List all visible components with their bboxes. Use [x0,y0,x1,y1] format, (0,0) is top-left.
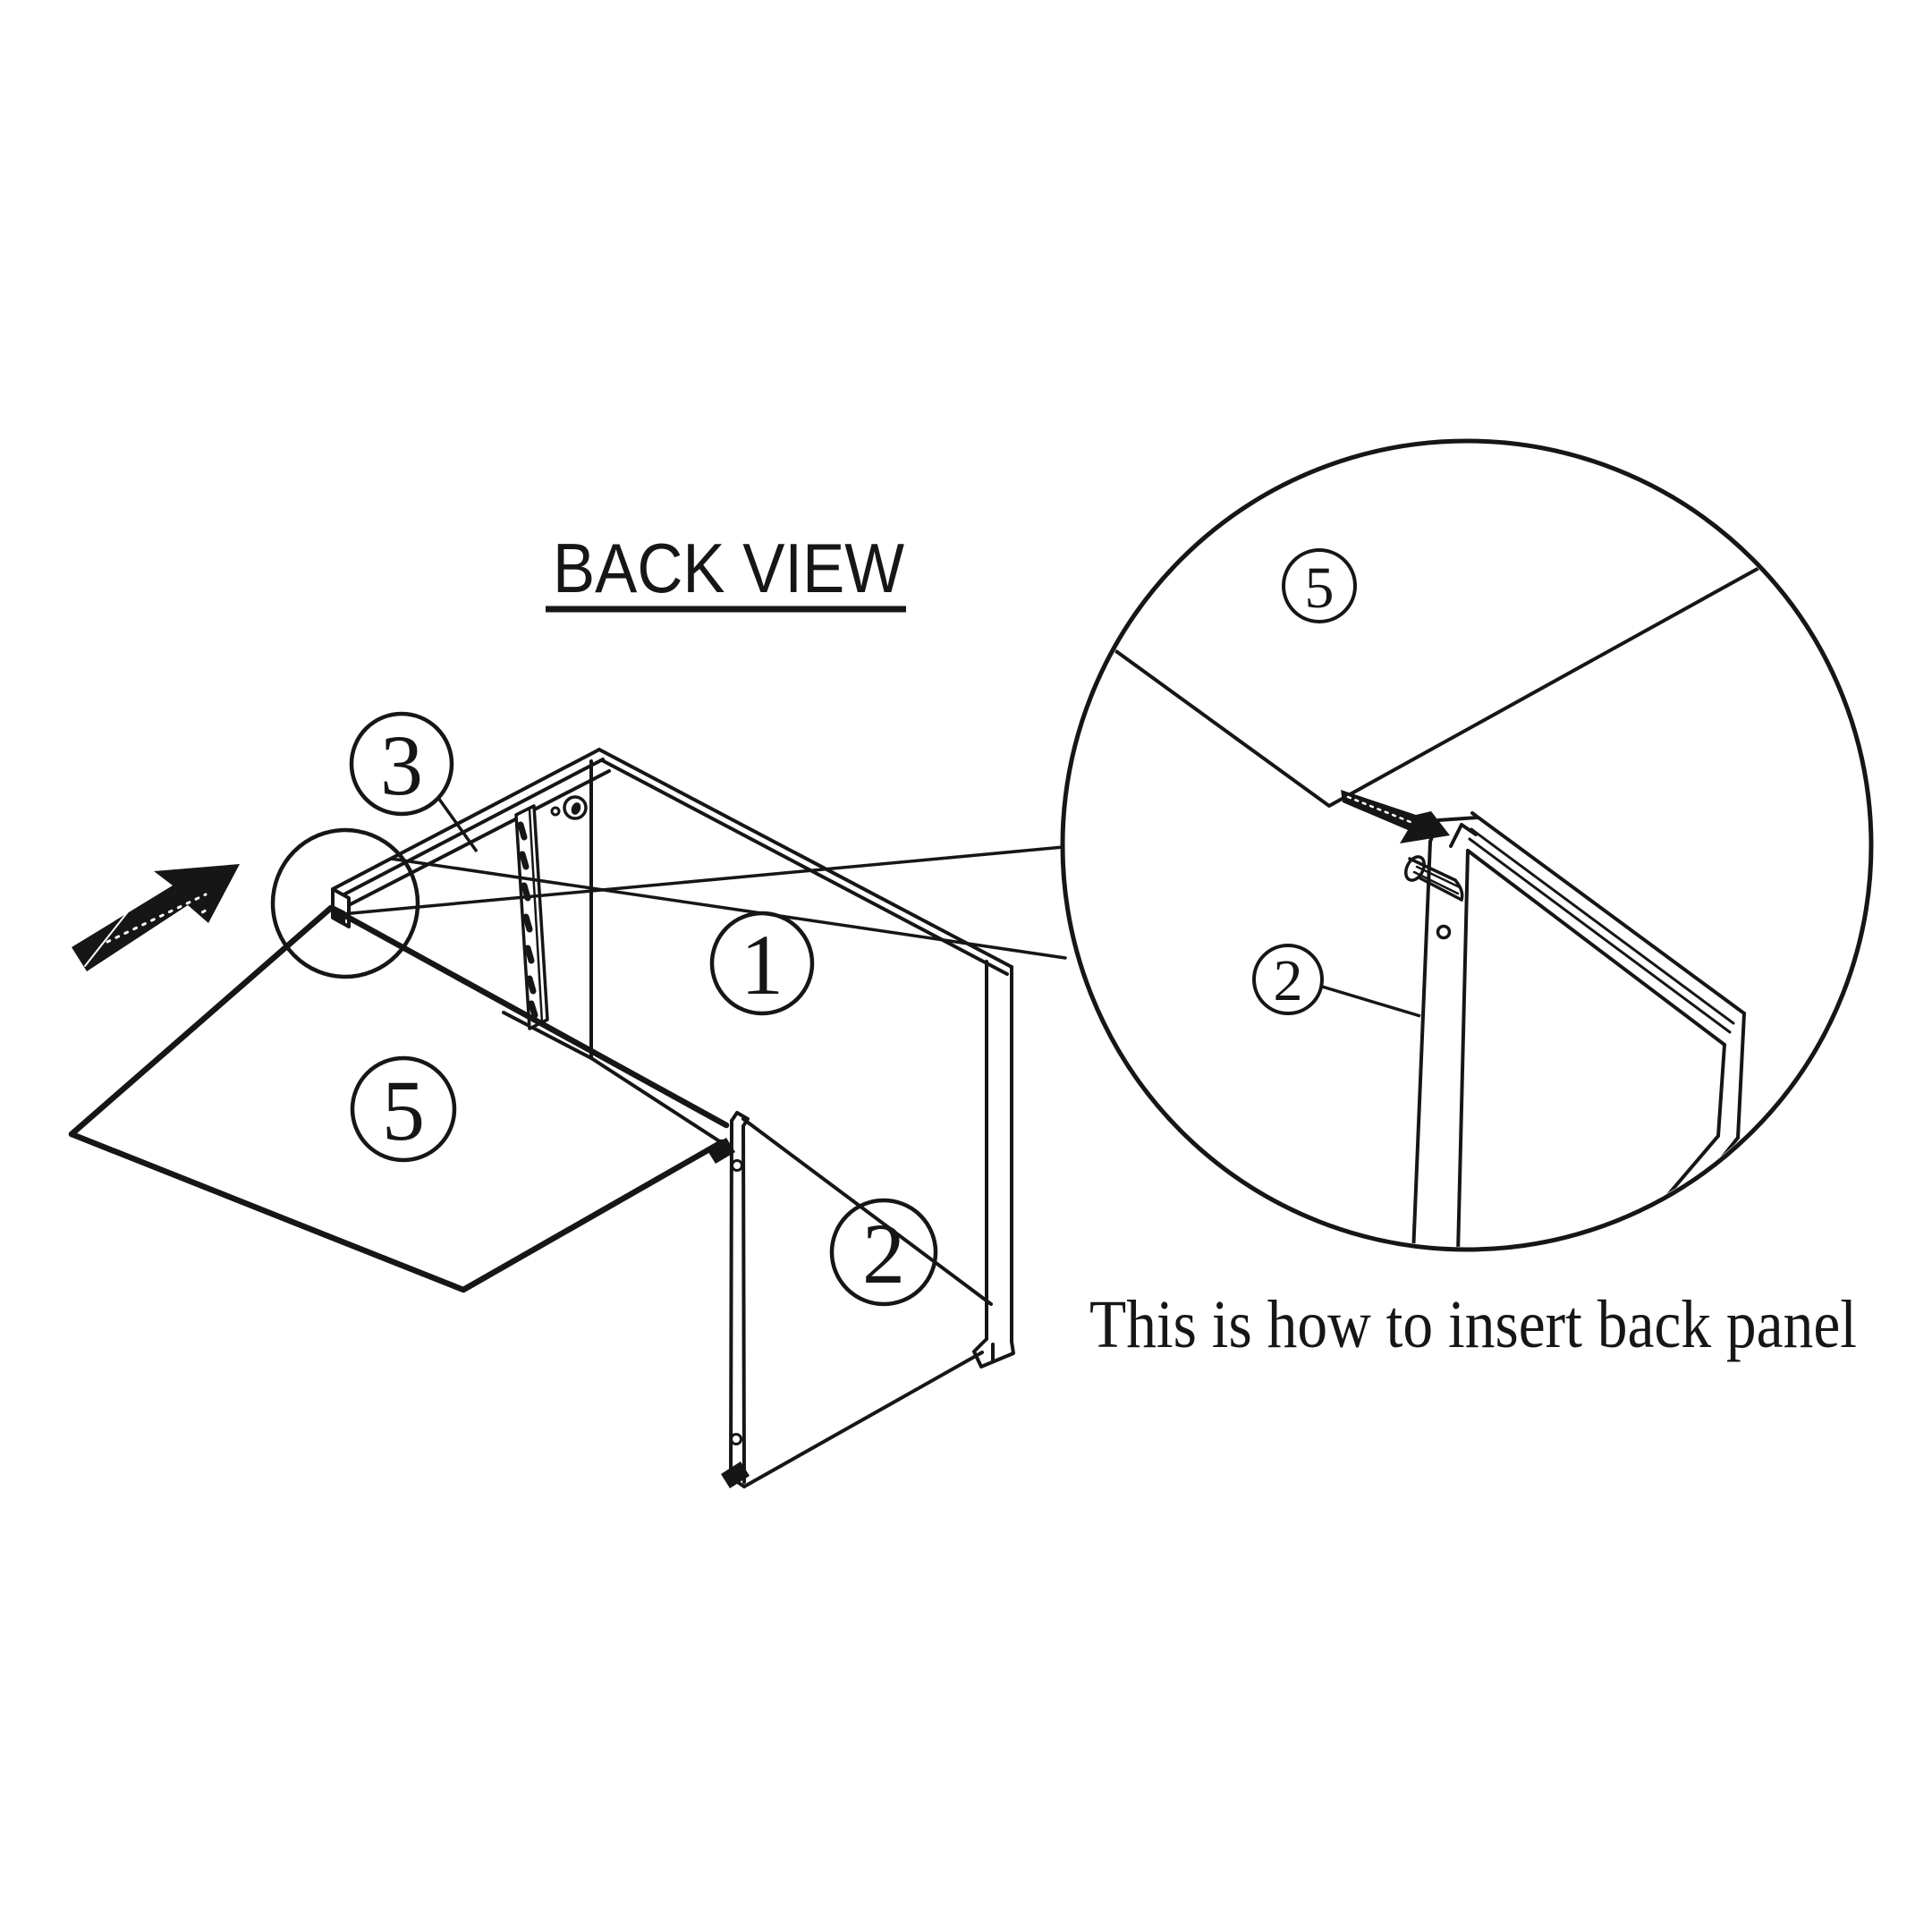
magnifier-small-circle [270,827,420,979]
part-label-2: 2 [829,1198,938,1307]
title-block: BACK VIEW [546,529,906,613]
label-leader-line [436,796,479,853]
groove-notch [1449,823,1478,848]
dowel-peg-icon [707,1138,735,1164]
dowel-peg-icon [721,1462,750,1488]
callout-line [389,857,1067,960]
part-label-3: 3 [349,711,479,853]
pilot-hole [550,806,561,817]
panel-seam [1112,564,1766,808]
insert-arrow-icon [72,864,240,971]
detail-label-2: 2 [1252,944,1421,1018]
top-edge-outer [597,748,1013,969]
detail-view [1112,564,1766,1247]
detail-label-5: 5 [1282,548,1357,623]
part-number: 2 [862,1206,905,1301]
part-number: 3 [380,717,423,813]
page-title: BACK VIEW [553,529,904,607]
main-view-labels: 3 1 5 2 [349,711,938,1307]
door-panel [707,1111,993,1488]
caption-text: This is how to insert back panel [1089,1287,1857,1362]
screw-hole [730,1433,742,1445]
back-panel-sheet [68,904,730,1293]
insert-direction-arrow-icon [1341,790,1450,843]
dowel-pin [1404,855,1464,902]
part-number: 5 [1305,555,1335,621]
drawer-rail-strip [514,804,549,1030]
screw-hole [731,1159,743,1172]
part-label-5: 5 [350,1055,457,1163]
detail-view-labels: 5 2 [1252,548,1421,1018]
part-number: 5 [382,1063,425,1158]
screw-hole [1436,924,1452,940]
part-label-1: 1 [709,911,815,1016]
label-leader-line [1321,985,1421,1018]
cam-lock [550,795,588,820]
side-panel-interior [502,759,723,1144]
cabinet-drawing [68,748,1067,1488]
callout-line [340,845,1065,916]
detail-circle [1060,438,1874,1252]
detail-door-edge [1411,816,1479,1247]
side-panel-front-edge [972,960,1015,1368]
part-number: 1 [741,917,784,1013]
part-number: 2 [1274,948,1303,1013]
